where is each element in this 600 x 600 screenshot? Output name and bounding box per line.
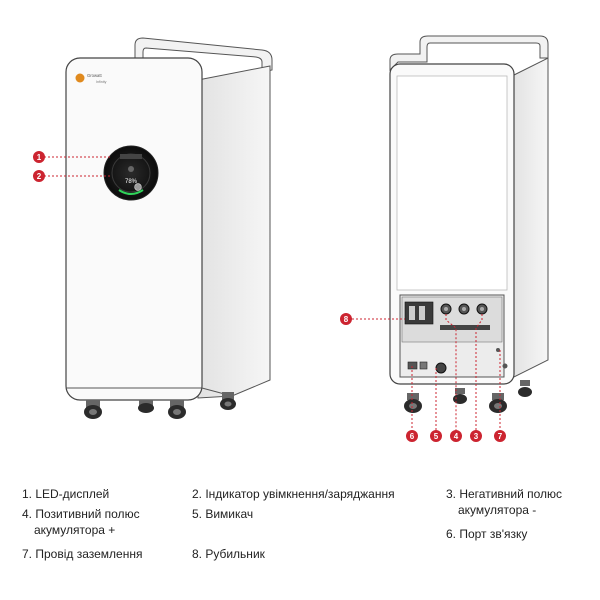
connector-panel	[399, 294, 508, 378]
display-percentage: 78%	[125, 179, 138, 185]
svg-text:6: 6	[410, 432, 415, 441]
led-display: 78%	[103, 145, 159, 201]
back-vent-area	[396, 75, 508, 291]
front-panel	[65, 57, 203, 401]
ground-screw	[502, 363, 508, 369]
svg-text:4: 4	[454, 432, 459, 441]
front-unit: Growatt Infinity 78%	[33, 37, 273, 419]
svg-text:1: 1	[37, 153, 42, 162]
svg-text:5: 5	[434, 432, 439, 441]
callout-5: 5	[430, 368, 442, 442]
callout-2: 2	[33, 170, 112, 182]
brand-logo: Growatt Infinity	[75, 73, 107, 84]
logo-text: Growatt	[87, 73, 102, 78]
svg-text:8: 8	[344, 315, 349, 324]
front-side-panel	[197, 65, 271, 399]
communication-port	[407, 361, 418, 370]
logo-subtext: Infinity	[96, 80, 107, 84]
back-handle	[389, 35, 549, 72]
power-switch	[435, 362, 447, 374]
legend-item-5: 5. Вимикач	[192, 507, 254, 521]
back-wheels	[404, 380, 532, 413]
logo-mark-icon	[75, 73, 85, 83]
legend-item-1: 1. LED-дисплей	[22, 487, 110, 501]
callout-1: 1	[33, 151, 112, 163]
legend-item-4: 4. Позитивний полюс акумулятора +	[22, 507, 140, 537]
svg-text:2: 2	[37, 172, 42, 181]
svg-text:3: 3	[474, 432, 479, 441]
back-unit: 8 6 5 4 3 7	[340, 35, 549, 442]
callout-8: 8	[340, 313, 405, 325]
legend-item-8: 8. Рубильник	[192, 547, 265, 561]
svg-text:7: 7	[498, 432, 503, 441]
legend-item-2: 2. Індикатор увімкнення/заряджання	[192, 487, 395, 501]
callout-3: 3	[470, 314, 483, 442]
callout-7: 7	[494, 350, 506, 442]
legend-item-7: 7. Провід заземлення	[22, 547, 143, 561]
callout-4: 4	[445, 314, 462, 442]
power-indicator-icon	[134, 183, 142, 191]
back-side-panel	[511, 57, 549, 379]
legend-item-3: 3. Негативний полюс акумулятора -	[446, 487, 563, 517]
callout-6: 6	[406, 366, 418, 442]
legend-item-6: 6. Порт зв'язку	[446, 527, 528, 541]
product-diagram: Growatt Infinity 78%	[33, 35, 549, 442]
front-wheels	[84, 392, 236, 419]
